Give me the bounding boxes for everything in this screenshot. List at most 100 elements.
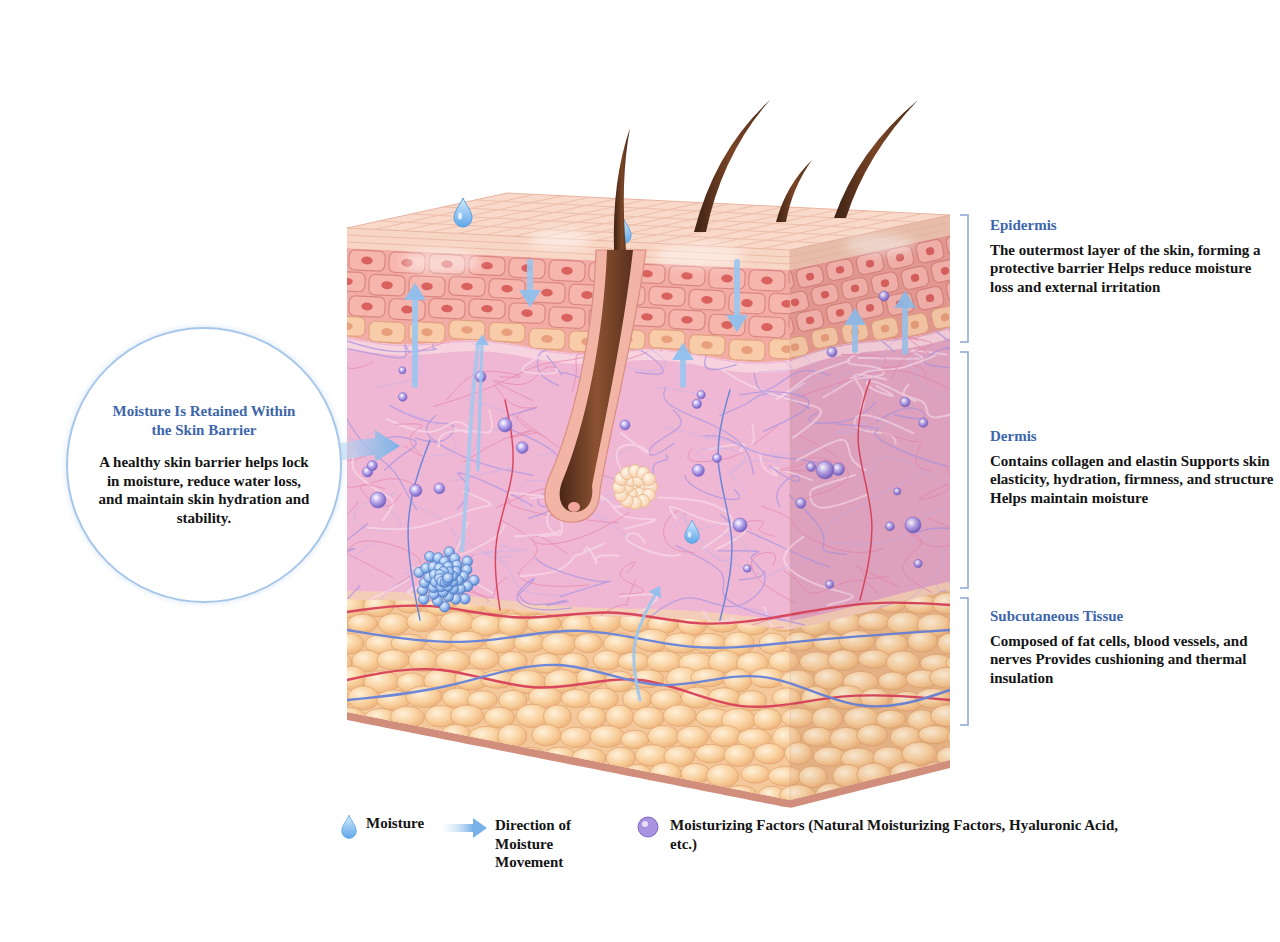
skin-cell xyxy=(469,299,506,319)
illustration-part xyxy=(547,593,578,611)
illustration-part xyxy=(421,328,433,336)
skin-cell xyxy=(429,298,466,319)
illustration-part xyxy=(347,344,409,358)
illustration-part xyxy=(377,650,409,670)
callout-body: A healthy skin barrier helps lock in moi… xyxy=(98,453,310,527)
layer-description: Contains collagen and elastin Supports s… xyxy=(990,452,1276,508)
illustration-part xyxy=(511,597,546,616)
illustration-part xyxy=(332,781,362,804)
illustration-part xyxy=(936,572,1044,609)
illustration-part xyxy=(410,484,422,496)
illustration-part xyxy=(463,430,538,462)
illustration-part xyxy=(741,346,753,355)
illustration-part xyxy=(527,262,533,290)
legend-text: Direction of Moisture Movement xyxy=(495,816,607,872)
illustration-part xyxy=(641,313,653,321)
illustration-part xyxy=(749,269,786,291)
illustration-part xyxy=(561,313,573,322)
illustration-part xyxy=(498,724,527,748)
illustration-part xyxy=(584,548,620,564)
illustration-part xyxy=(381,281,393,290)
illustration-part xyxy=(681,272,693,280)
skin-cell xyxy=(349,296,386,318)
illustration-part xyxy=(530,230,590,250)
illustration-part xyxy=(701,341,713,349)
illustration-part xyxy=(369,321,406,343)
skin-cell xyxy=(549,307,586,329)
illustration-part xyxy=(402,196,562,231)
illustration-part xyxy=(522,353,557,374)
illustration-part xyxy=(755,595,785,617)
illustration-part xyxy=(336,337,437,351)
moisture-arrow xyxy=(634,586,661,700)
illustration-part xyxy=(319,615,350,634)
illustration-part xyxy=(741,765,770,784)
illustration-part xyxy=(481,747,516,766)
illustration-part xyxy=(309,291,346,311)
skin-cell xyxy=(689,289,726,310)
skin-cell xyxy=(669,266,706,287)
illustration-part xyxy=(324,523,368,558)
illustration-part xyxy=(623,764,652,784)
illustration-part xyxy=(426,783,460,803)
illustration-part xyxy=(430,197,590,232)
skin-cell xyxy=(549,260,586,282)
illustration-part xyxy=(443,207,886,229)
moisture-drop xyxy=(454,198,472,227)
illustration-part xyxy=(955,285,965,294)
illustration-part xyxy=(951,687,981,709)
illustration-part xyxy=(441,724,471,746)
illustration-part xyxy=(723,592,757,614)
illustration-part xyxy=(689,289,726,310)
illustration-part xyxy=(321,254,333,262)
illustration-part xyxy=(369,274,406,296)
illustration-part xyxy=(692,633,726,653)
moisture-drop xyxy=(685,520,699,543)
illustration-part xyxy=(681,316,693,324)
illustration-part xyxy=(669,266,706,287)
illustration-part xyxy=(532,724,561,746)
illustration-part xyxy=(317,575,352,597)
illustration-part xyxy=(531,765,561,784)
illustration-part xyxy=(706,610,740,632)
skin-cell xyxy=(329,271,366,292)
illustration-part xyxy=(378,613,409,634)
skin-cell xyxy=(489,322,526,343)
illustration-part xyxy=(955,240,965,249)
label-block: Subcutaneous Tissue xyxy=(990,607,1276,626)
skin-cell xyxy=(369,274,406,296)
illustration-part xyxy=(592,575,622,598)
skin-cell xyxy=(449,276,486,296)
illustration-part xyxy=(318,689,350,711)
skin-cell xyxy=(509,303,546,324)
illustration-part xyxy=(437,765,466,788)
illustration-part xyxy=(367,491,491,529)
illustration-part xyxy=(631,312,757,342)
illustration-part xyxy=(741,299,753,308)
illustration-part xyxy=(441,305,453,313)
illustration-part xyxy=(761,276,773,284)
legend-swatch xyxy=(638,817,658,837)
illustration-part xyxy=(469,299,506,319)
illustration-part xyxy=(361,302,373,310)
illustration-part xyxy=(560,727,591,747)
illustration-part xyxy=(475,200,918,222)
illustration-part xyxy=(472,765,503,788)
illustration-part xyxy=(346,418,417,510)
illustration-part xyxy=(549,307,586,329)
illustration-part xyxy=(904,785,938,806)
illustration-part xyxy=(399,783,427,802)
illustration-part xyxy=(521,309,533,317)
skin-cell xyxy=(489,278,526,299)
illustration-part xyxy=(754,743,784,764)
illustration-part xyxy=(529,328,566,350)
illustration-part xyxy=(342,815,356,838)
legend-item: Direction of Moisture Movement xyxy=(441,816,607,872)
illustration-part xyxy=(626,533,681,556)
illustration-part xyxy=(876,782,904,802)
illustration-part xyxy=(675,511,729,529)
illustration-part xyxy=(834,100,918,218)
illustration-part xyxy=(542,633,577,655)
illustration-part xyxy=(411,214,854,236)
illustration-part xyxy=(588,802,620,824)
